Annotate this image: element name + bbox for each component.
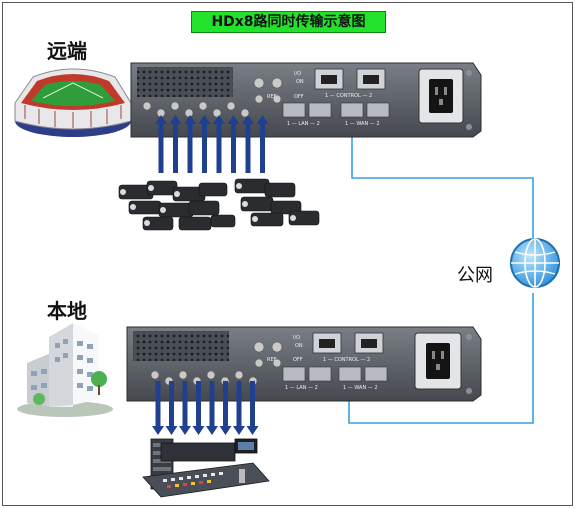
output-arrows-group: [152, 381, 259, 435]
local-on-label: ON: [295, 343, 303, 349]
network-link: [348, 115, 534, 424]
output-channel-arrow: [206, 381, 218, 435]
remote-ref-label: REF: [267, 94, 277, 100]
stadium-icon: [14, 68, 132, 137]
local-decoder-device: I/O ON OFF REF 1 — CONTROL — 2 1 — LAN —…: [126, 326, 482, 402]
input-channel-arrow: [169, 115, 182, 173]
remote-io-label: I/O: [294, 71, 301, 77]
input-channel-arrow: [184, 115, 196, 173]
globe-icon: [510, 238, 560, 288]
output-channel-arrow: [152, 381, 164, 435]
remote-site-label: 远端: [47, 39, 87, 63]
local-lan-label: 1 — LAN — 2: [285, 385, 318, 391]
remote-off-label: OFF: [294, 94, 304, 100]
input-channel-arrow: [256, 115, 269, 173]
output-channel-arrow: [246, 381, 259, 435]
local-wan-label: 1 — WAN — 2: [343, 385, 378, 391]
office-building-icon: [17, 323, 113, 417]
output-channel-arrow: [179, 381, 191, 435]
production-switcher-icon: [142, 438, 270, 498]
output-channel-arrow: [219, 381, 232, 435]
input-channel-arrow: [198, 115, 211, 173]
output-channel-arrow: [233, 381, 245, 435]
diagram-title: HDx8路同时传输示意图: [191, 11, 386, 33]
input-channel-arrow: [242, 115, 254, 173]
local-off-label: OFF: [293, 357, 303, 363]
local-site-label: 本地: [47, 299, 87, 323]
local-ref-label: REF: [267, 357, 277, 363]
remote-wan-label: 1 — WAN — 2: [345, 121, 380, 127]
remote-on-label: ON: [296, 79, 304, 85]
output-channel-arrow: [165, 381, 178, 435]
input-channel-arrow: [155, 115, 167, 173]
remote-lan-label: 1 — LAN — 2: [287, 121, 320, 127]
public-network-label: 公网: [457, 265, 493, 286]
input-channel-arrow: [227, 115, 240, 173]
camera-cluster-icon: [118, 178, 320, 231]
remote-control-label: 1 — CONTROL — 2: [325, 93, 372, 99]
output-channel-arrow: [192, 381, 205, 435]
diagram-canvas: I/O ON OFF REF 1 — CONTROL — 2 1 — LAN —…: [14, 62, 560, 498]
input-channel-arrow: [213, 115, 225, 173]
input-arrows-group: [155, 115, 269, 173]
remote-encoder-device: I/O ON OFF REF 1 — CONTROL — 2 1 — LAN —…: [130, 62, 482, 138]
local-control-label: 1 — CONTROL — 2: [323, 357, 370, 363]
local-io-label: I/O: [293, 335, 300, 341]
